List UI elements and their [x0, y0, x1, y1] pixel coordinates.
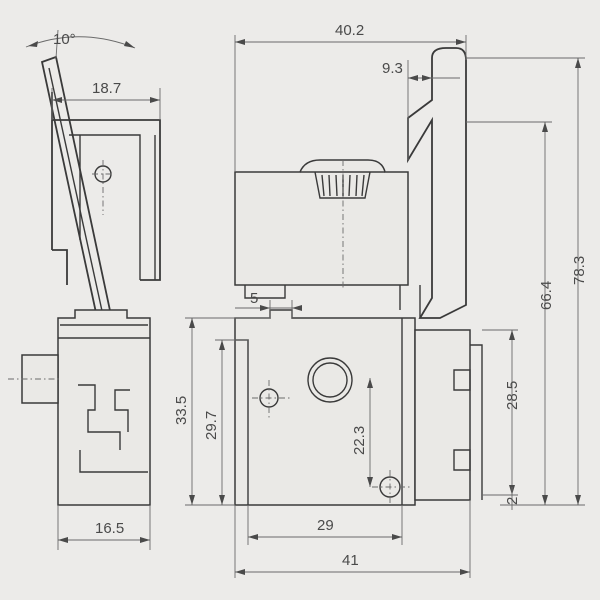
dim-9-3-label: 9.3	[382, 60, 403, 77]
angle-ref-line	[55, 29, 59, 59]
side-lever-edge	[48, 67, 105, 321]
dim-16-5-label: 16.5	[95, 520, 124, 537]
angle-label: 10°	[53, 31, 76, 48]
dim-33-5-label: 33.5	[173, 396, 190, 425]
dim-66-4-label: 66.4	[538, 281, 555, 310]
angle-arc	[25, 36, 136, 49]
front-big-hole	[307, 357, 353, 403]
trigger-grip	[300, 171, 385, 199]
side-dimensions: 10° 18.7 16.5	[25, 29, 161, 550]
front-trigger-hook	[407, 47, 467, 319]
dim-2-label: 2	[504, 497, 521, 505]
dim-29-7-label: 29.7	[203, 411, 220, 440]
side-upper-frame	[51, 92, 161, 285]
side-view	[8, 55, 161, 506]
dim-28-5-label: 28.5	[504, 381, 521, 410]
front-legs	[244, 285, 421, 318]
side-internal-contacts	[78, 384, 148, 473]
dim-29-label: 29	[317, 517, 334, 534]
front-terminals	[453, 344, 483, 500]
front-main-body	[234, 309, 416, 506]
front-terminal-strip	[414, 329, 471, 501]
dim-5-label: 5	[250, 290, 258, 307]
front-trigger-block	[234, 159, 409, 286]
front-dimensions: 40.2 9.3 5 78.3 66.4 28.5	[173, 22, 588, 578]
dim-78-3-label: 78.3	[571, 256, 588, 285]
side-lower-body	[57, 309, 151, 506]
dim-41-label: 41	[342, 552, 359, 569]
dim-40-2-label: 40.2	[335, 22, 364, 39]
side-lower-inner	[58, 324, 150, 339]
dim-22-3-label: 22.3	[351, 426, 368, 455]
side-upper-frame-inner	[69, 134, 156, 280]
dim-18-7-label: 18.7	[92, 80, 121, 97]
front-big-hole-inner	[312, 362, 348, 398]
